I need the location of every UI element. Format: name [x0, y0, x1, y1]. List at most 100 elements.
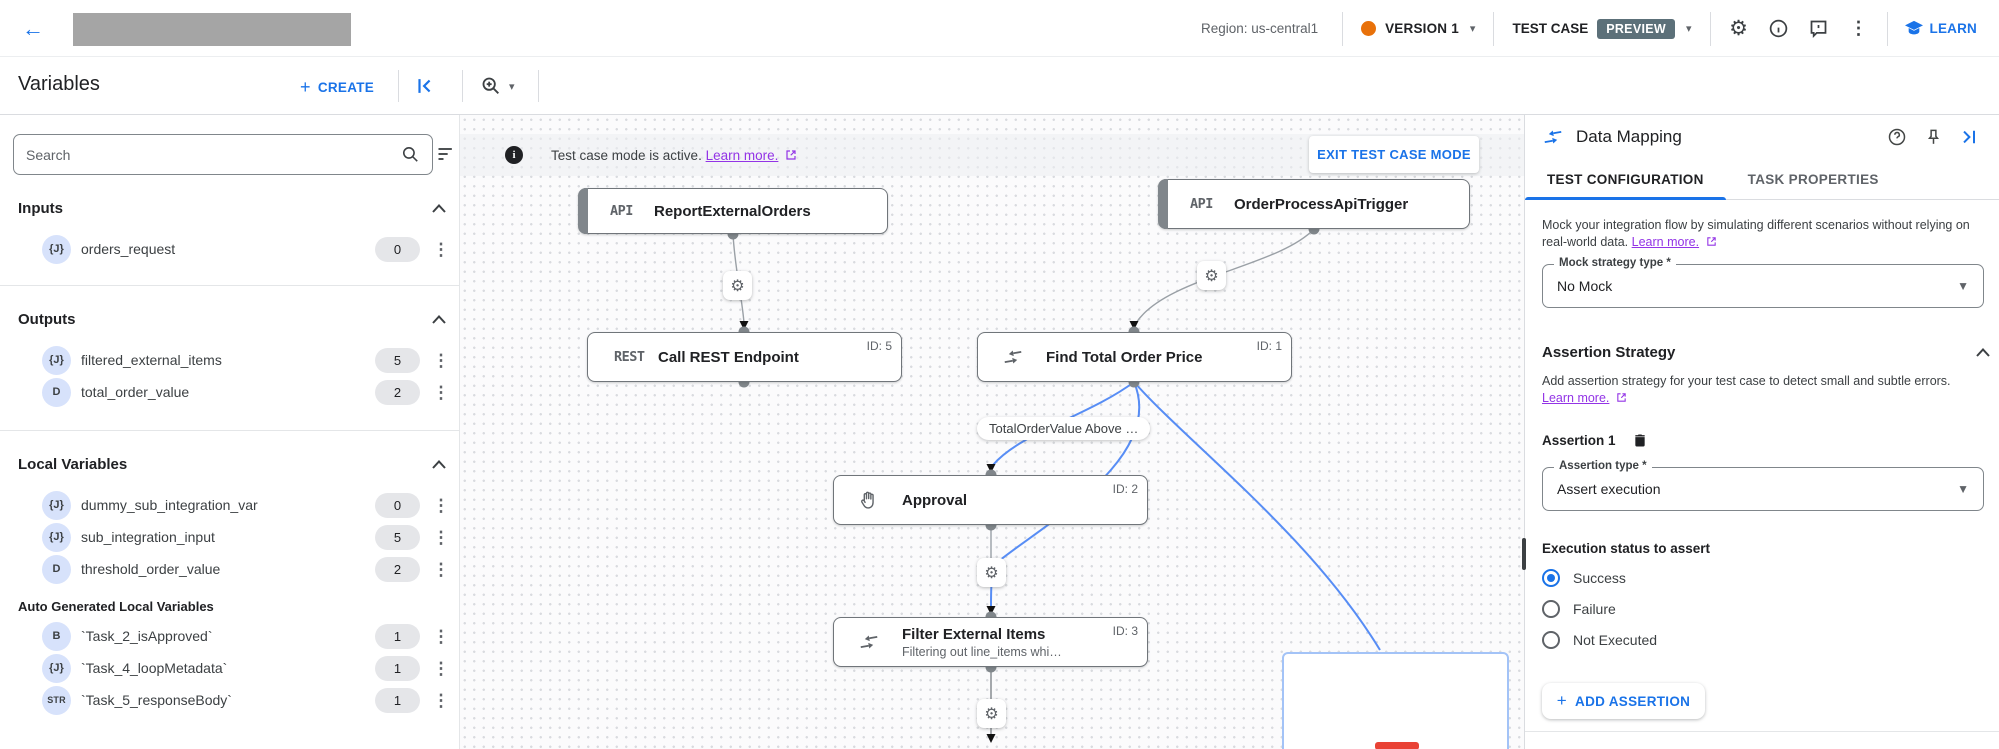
more-options-icon[interactable]: ⋮: [432, 559, 450, 579]
variable-row[interactable]: D total_order_value 2 ⋮: [0, 376, 459, 408]
edge-config-gear-icon[interactable]: ⚙: [723, 271, 752, 300]
top-app-bar: ← Region: us-central1 VERSION 1 ▾ TEST C…: [0, 0, 1999, 57]
learn-button[interactable]: LEARN: [1896, 20, 1986, 38]
usage-count-badge: 1: [375, 687, 420, 713]
variable-type-badge: B: [42, 621, 71, 651]
more-options-icon[interactable]: ⋮: [432, 382, 450, 402]
learn-more-link[interactable]: Learn more.: [1542, 390, 1610, 405]
search-field[interactable]: [13, 134, 433, 175]
divider: [398, 70, 399, 102]
edge-config-gear-icon[interactable]: ⚙: [977, 699, 1006, 728]
variable-row[interactable]: {J} orders_request 0 ⋮: [0, 233, 459, 265]
section-header-outputs[interactable]: Outputs: [0, 304, 459, 334]
more-options-icon[interactable]: ⋮: [432, 527, 450, 547]
info-icon: i: [505, 146, 523, 164]
node-filter-external-items[interactable]: Filter External Items Filtering out line…: [833, 617, 1148, 667]
divider: [1342, 11, 1344, 46]
variable-row[interactable]: {J} sub_integration_input 5 ⋮: [0, 521, 459, 553]
more-options-icon[interactable]: ⋮: [1849, 18, 1868, 38]
flow-canvas[interactable]: i Test case mode is active. Learn more. …: [460, 115, 1524, 749]
collapse-panel-icon[interactable]: [414, 75, 436, 102]
variable-row[interactable]: B `Task_2_isApproved` 1 ⋮: [0, 620, 459, 652]
search-icon: [402, 146, 418, 162]
api-trigger-badge: API: [610, 203, 633, 219]
delete-assertion-icon[interactable]: [1632, 432, 1648, 449]
tab-test-configuration[interactable]: TEST CONFIGURATION: [1525, 159, 1726, 200]
help-icon[interactable]: [1879, 119, 1915, 155]
info-icon[interactable]: [1759, 9, 1799, 49]
settings-gear-icon[interactable]: ⚙: [1729, 17, 1748, 40]
error-marker: [1375, 742, 1419, 749]
exit-test-case-mode-button[interactable]: EXIT TEST CASE MODE: [1309, 136, 1479, 173]
node-report-external-orders[interactable]: API ReportExternalOrders: [578, 187, 888, 235]
preview-badge: PREVIEW: [1597, 18, 1675, 39]
section-header-inputs[interactable]: Inputs: [0, 193, 459, 223]
feedback-icon[interactable]: [1799, 9, 1839, 49]
radio-button[interactable]: [1542, 569, 1560, 587]
section-header-local-variables[interactable]: Local Variables: [0, 449, 459, 479]
search-input[interactable]: [26, 146, 401, 163]
divider: [538, 70, 539, 102]
chevron-down-icon: ▼: [1957, 279, 1969, 293]
version-dropdown[interactable]: VERSION 1 ▾: [1351, 21, 1485, 36]
more-options-icon[interactable]: ⋮: [432, 239, 450, 259]
variable-type-badge: {J}: [42, 345, 71, 375]
assertion-type-label: Assertion type *: [1554, 460, 1652, 472]
chevron-up-icon[interactable]: [432, 314, 446, 324]
variable-row[interactable]: STR `Task_5_responseBody` 1 ⋮: [0, 684, 459, 716]
assertion-type-select[interactable]: Assertion type * Assert execution ▼: [1542, 460, 1984, 511]
edge-config-gear-icon[interactable]: ⚙: [1197, 261, 1226, 290]
more-options-icon[interactable]: ⋮: [432, 495, 450, 515]
pin-icon[interactable]: [1915, 119, 1951, 155]
chevron-up-icon[interactable]: [432, 203, 446, 213]
assertion-strategy-header[interactable]: Assertion Strategy: [1542, 344, 1990, 361]
variable-type-badge: STR: [42, 685, 71, 715]
zoom-dropdown[interactable]: ▾: [480, 75, 515, 97]
chevron-up-icon[interactable]: [432, 459, 446, 469]
variables-sidebar: Inputs {J} orders_request 0 ⋮ Outputs {J…: [0, 115, 460, 749]
more-options-icon[interactable]: ⋮: [432, 690, 450, 710]
edge-condition-label[interactable]: TotalOrderValue Above …: [977, 417, 1151, 440]
radio-success[interactable]: Success: [1542, 569, 1979, 587]
more-options-icon[interactable]: ⋮: [432, 658, 450, 678]
close-panel-icon[interactable]: [1951, 119, 1987, 155]
panel-title: Data Mapping: [1576, 127, 1682, 146]
radio-not-executed[interactable]: Not Executed: [1542, 631, 1979, 649]
divider: [1886, 11, 1888, 46]
back-arrow-icon[interactable]: ←: [22, 16, 44, 41]
divider: [0, 430, 459, 431]
variable-row[interactable]: {J} `Task_4_loopMetadata` 1 ⋮: [0, 652, 459, 684]
variable-row[interactable]: {J} filtered_external_items 5 ⋮: [0, 344, 459, 376]
radio-failure[interactable]: Failure: [1542, 600, 1979, 618]
node-approval[interactable]: Approval ID: 2: [833, 475, 1148, 525]
approval-hand-icon: [858, 490, 902, 511]
usage-count-badge: 1: [375, 655, 420, 681]
mock-strategy-select[interactable]: Mock strategy type * No Mock ▼: [1542, 257, 1984, 308]
edge-config-gear-icon[interactable]: ⚙: [977, 558, 1006, 587]
add-assertion-button[interactable]: + ADD ASSERTION: [1542, 683, 1705, 719]
divider: [0, 285, 459, 286]
selected-node-outline[interactable]: [1282, 652, 1509, 749]
learn-more-link[interactable]: Learn more.: [1631, 234, 1700, 249]
tab-task-properties[interactable]: TASK PROPERTIES: [1747, 171, 1879, 187]
usage-count-badge: 2: [375, 379, 420, 405]
variable-row[interactable]: {J} dummy_sub_integration_var 0 ⋮: [0, 489, 459, 521]
node-call-rest-endpoint[interactable]: REST Call REST Endpoint ID: 5: [587, 332, 902, 382]
sort-icon[interactable]: [436, 144, 456, 169]
external-link-icon: [1617, 392, 1626, 402]
panel-resize-handle[interactable]: [1522, 538, 1526, 570]
page-title: Variables: [18, 73, 100, 95]
chevron-up-icon[interactable]: [1976, 348, 1990, 357]
more-options-icon[interactable]: ⋮: [432, 350, 450, 370]
learn-more-link[interactable]: Learn more.: [705, 147, 779, 163]
create-variable-button[interactable]: + CREATE: [300, 77, 375, 97]
radio-button[interactable]: [1542, 600, 1560, 618]
panel-header: Data Mapping: [1525, 115, 1999, 159]
node-find-total-order-price[interactable]: Find Total Order Price ID: 1: [977, 332, 1292, 382]
chevron-down-icon: ▾: [509, 80, 515, 93]
variable-row[interactable]: D threshold_order_value 2 ⋮: [0, 553, 459, 585]
radio-button[interactable]: [1542, 631, 1560, 649]
node-order-process-api-trigger[interactable]: API OrderProcessApiTrigger: [1158, 178, 1470, 230]
test-case-dropdown[interactable]: TEST CASE PREVIEW ▾: [1502, 18, 1701, 39]
more-options-icon[interactable]: ⋮: [432, 626, 450, 646]
